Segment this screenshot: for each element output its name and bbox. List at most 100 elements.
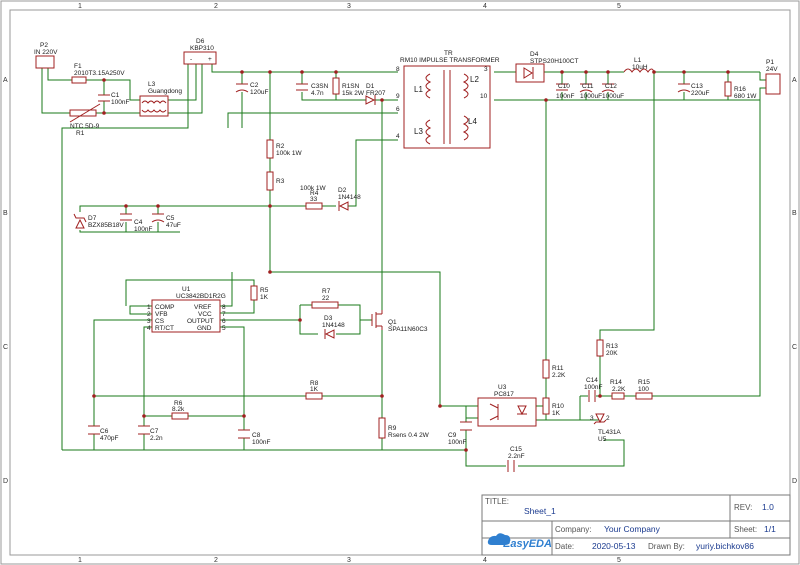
transformer-tr: L1 L2 L3 L4 8 9 6 4 3 10 TR RM10 IMPULSE… bbox=[396, 50, 500, 149]
bridge-d6: - + D6 KBP310 bbox=[183, 38, 217, 65]
d6-ref: D6 bbox=[196, 38, 205, 45]
c13-value: 220uF bbox=[691, 90, 709, 97]
wire-r15 bbox=[652, 100, 761, 397]
svg-text:2: 2 bbox=[606, 415, 610, 422]
p1-ref: P1 bbox=[766, 59, 774, 66]
resistor-r3: R3 bbox=[266, 171, 285, 191]
wire-u1-gnd bbox=[220, 326, 245, 430]
tr-pin-9: 9 bbox=[396, 93, 400, 100]
wires bbox=[41, 64, 766, 467]
r13-ref: R13 bbox=[606, 343, 618, 350]
tr-l1: L1 bbox=[414, 85, 423, 94]
easyeda-logo: EasyEDA bbox=[487, 533, 552, 550]
r5-ref: R5 bbox=[260, 287, 269, 294]
thermistor-ntc: NTC 5D-9 R1 bbox=[69, 103, 101, 137]
c12-ref: C12 bbox=[605, 83, 617, 90]
capacitor-c1: C1 100nF bbox=[98, 92, 129, 106]
junction bbox=[300, 70, 304, 74]
d6-value: KBP310 bbox=[190, 45, 214, 52]
junction bbox=[560, 70, 564, 74]
l1-ref: L1 bbox=[634, 57, 642, 64]
resistor-r2: R2 100k 1W bbox=[266, 139, 303, 159]
p2-ref: P2 bbox=[40, 42, 48, 49]
wire-snub-bot bbox=[301, 92, 380, 101]
u1-pin-rtct: RT/CT bbox=[155, 325, 174, 332]
c8-value: 100nF bbox=[252, 439, 270, 446]
wire-tr4-aux bbox=[348, 139, 398, 207]
ntc-value: NTC 5D-9 bbox=[70, 123, 100, 130]
wire-aux-d7 bbox=[79, 205, 270, 212]
capacitor-c4: C4 100nF bbox=[120, 213, 152, 233]
capacitor-c11: C11 1000uF bbox=[579, 83, 602, 100]
r16-value: 680 1W bbox=[734, 93, 757, 100]
rev-key: REV: bbox=[734, 503, 752, 512]
col-5: 5 bbox=[617, 3, 621, 10]
row-c: C bbox=[3, 344, 8, 351]
u5-ref: U5 bbox=[598, 436, 607, 443]
r15-value: 100 bbox=[638, 386, 649, 393]
diode-d1: D1 FR207 bbox=[365, 83, 386, 105]
r16-ref: R16 bbox=[734, 86, 746, 93]
capacitor-c10: C10 100nF bbox=[556, 83, 574, 100]
capacitor-c7: C7 2.2n bbox=[138, 425, 163, 442]
r9-ref: R9 bbox=[388, 425, 397, 432]
tr-value: RM10 IMPULSE TRANSFORMER bbox=[400, 57, 500, 64]
junction bbox=[438, 404, 442, 408]
u1-pin-gnd: GND bbox=[197, 325, 212, 332]
r3-ref: R3 bbox=[276, 178, 285, 185]
wire-vcc bbox=[270, 271, 441, 406]
r4-ref: R4 bbox=[310, 190, 319, 197]
u1-pin-comp: COMP bbox=[155, 304, 175, 311]
svg-text:+: + bbox=[208, 56, 212, 63]
f1-value: 2010T3.15A250V bbox=[74, 70, 125, 77]
inner-frame bbox=[9, 9, 791, 556]
junction bbox=[268, 270, 272, 274]
r10-ref: R10 bbox=[552, 403, 564, 410]
wire-d3 bbox=[336, 320, 361, 335]
ic-u1: U1 UC3842BD1R2G COMP VFB CS RT/CT VREF V… bbox=[147, 286, 226, 333]
capacitor-c2: C2 120uF bbox=[235, 82, 268, 96]
col-2-bottom: 2 bbox=[214, 557, 218, 564]
col-1-bottom: 1 bbox=[78, 557, 82, 564]
u1-pin-6: 6 bbox=[222, 318, 226, 325]
wire-r5 bbox=[220, 300, 255, 314]
tr-pin-10: 10 bbox=[480, 93, 488, 100]
wire-p1 bbox=[759, 72, 766, 81]
f1-ref: F1 bbox=[74, 63, 82, 70]
resistor-r6: R6 8.2k bbox=[171, 400, 189, 420]
junction bbox=[464, 448, 468, 452]
d4-ref: D4 bbox=[530, 51, 539, 58]
resistor-r4: 100k 1W R4 33 bbox=[300, 185, 327, 210]
drawn-value: yuriy.bichkov86 bbox=[696, 541, 754, 551]
p1-value: 24V bbox=[766, 66, 778, 73]
tr-ref: TR bbox=[444, 50, 453, 57]
svg-text:-: - bbox=[190, 56, 192, 63]
junction bbox=[240, 70, 244, 74]
junction bbox=[124, 204, 128, 208]
u1-pin-8: 8 bbox=[222, 304, 226, 311]
c2-value: 120uF bbox=[250, 89, 268, 96]
q1-ref: Q1 bbox=[388, 319, 397, 326]
junction bbox=[380, 98, 384, 102]
wire-rtct bbox=[143, 326, 172, 417]
wire-r7-b bbox=[338, 304, 372, 321]
junction bbox=[682, 70, 686, 74]
u1-pin-cs: CS bbox=[155, 318, 165, 325]
r8-ref: R8 bbox=[310, 380, 319, 387]
u1-pin-vfb: VFB bbox=[155, 311, 168, 318]
c9-value: 100nF bbox=[448, 439, 466, 446]
c8-ref: C8 bbox=[252, 432, 261, 439]
u1-ref: U1 bbox=[182, 286, 191, 293]
junction bbox=[726, 70, 730, 74]
choke-l3: L3 Guangdong bbox=[139, 81, 182, 117]
d7-ref: D7 bbox=[88, 215, 97, 222]
r4-value2: 33 bbox=[310, 196, 318, 203]
connector-p1: P1 24V bbox=[765, 59, 781, 95]
wire-fb-ret bbox=[465, 450, 506, 467]
wire-f1-l3 bbox=[86, 79, 140, 101]
resistor-r7: R7 22 bbox=[311, 288, 339, 309]
date-value: 2020-05-13 bbox=[592, 541, 636, 551]
row-c-right: C bbox=[792, 344, 797, 351]
c15-ref: C15 bbox=[510, 446, 522, 453]
